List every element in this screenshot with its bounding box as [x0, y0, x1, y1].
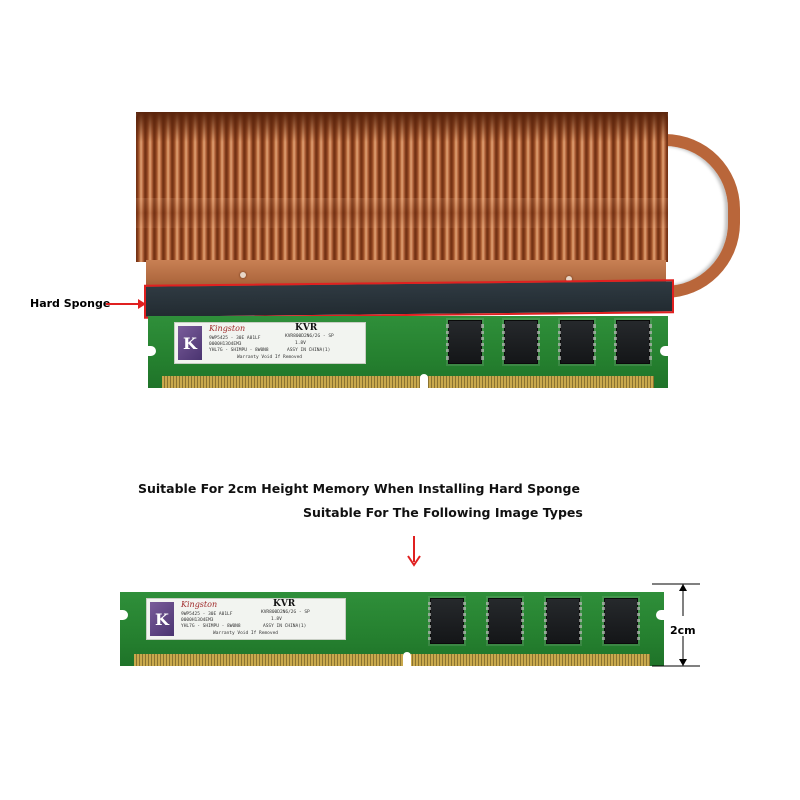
screw-hole [240, 272, 246, 278]
memory-chip [428, 598, 466, 644]
ram-module-bottom: K Kingston KVR KVR800D2N6/2G - SP 9WP542… [120, 592, 664, 666]
memory-chip [502, 320, 540, 364]
memory-chip [602, 598, 640, 644]
ram-sticker: K Kingston KVR KVR800D2N6/2G - SP 9WP542… [146, 598, 346, 640]
sticker-line-a: 9WP5425 - 30E A01LF [181, 612, 233, 617]
ram-module-top: K Kingston KVR KVR800D2N6/2G - SP 9WP542… [148, 316, 668, 388]
voltage: 1.8V [295, 341, 306, 346]
caption-line-1: Suitable For 2cm Height Memory When Inst… [138, 481, 580, 496]
key-notch [420, 374, 428, 388]
sticker-line-c: YHL7G - SHIMPU - 8W0N8 [181, 624, 241, 629]
kingston-logo-icon: K [150, 602, 174, 636]
memory-chip [614, 320, 652, 364]
sticker-line-b: 0000H13O4EM3 [209, 342, 242, 347]
side-notch [148, 346, 156, 356]
screw-hole [566, 276, 572, 282]
sticker-line-b: 0000H13O4EM3 [181, 618, 214, 623]
kvr-title: KVR [273, 599, 296, 609]
brand-name: Kingston [181, 600, 218, 609]
warranty-text: Warranty Void If Removed [237, 355, 303, 360]
memory-chip [544, 598, 582, 644]
sticker-line-a: 9WP5425 - 30E A01LF [209, 336, 261, 341]
assembly-origin: ASSY IN CHINA(1) [287, 348, 331, 353]
fins-shadow [136, 112, 668, 142]
warranty-text: Warranty Void If Removed [213, 631, 279, 636]
memory-chip [486, 598, 524, 644]
kingston-logo-icon: K [178, 326, 202, 360]
voltage: 1.8V [271, 617, 282, 622]
hard-sponge-pad [144, 279, 674, 319]
hard-sponge-label: Hard Sponge [30, 297, 111, 310]
side-notch [120, 610, 128, 620]
side-notch [660, 346, 668, 356]
gold-contacts [134, 654, 650, 666]
memory-chip [446, 320, 484, 364]
key-notch [403, 652, 411, 666]
red-arrow-right-icon [106, 299, 146, 309]
assembly-origin: ASSY IN CHINA(1) [263, 624, 307, 629]
side-notch [656, 610, 664, 620]
part-number: KVR800D2N6/2G - SP [261, 610, 310, 615]
fins-bend [136, 198, 668, 228]
dimension-marker [652, 583, 700, 667]
red-arrow-down-icon [407, 536, 421, 567]
brand-name: Kingston [209, 324, 246, 333]
sticker-line-c: YHL7G - SHIMPU - 8W0N8 [209, 348, 269, 353]
copper-heatsink [128, 100, 740, 300]
part-number: KVR800D2N6/2G - SP [285, 334, 334, 339]
gold-contacts [162, 376, 654, 388]
memory-chip [558, 320, 596, 364]
ram-sticker: K Kingston KVR KVR800D2N6/2G - SP 9WP542… [174, 322, 366, 364]
dimension-label: 2cm [670, 624, 696, 637]
kvr-title: KVR [295, 323, 318, 333]
caption-line-2: Suitable For The Following Image Types [303, 505, 583, 520]
